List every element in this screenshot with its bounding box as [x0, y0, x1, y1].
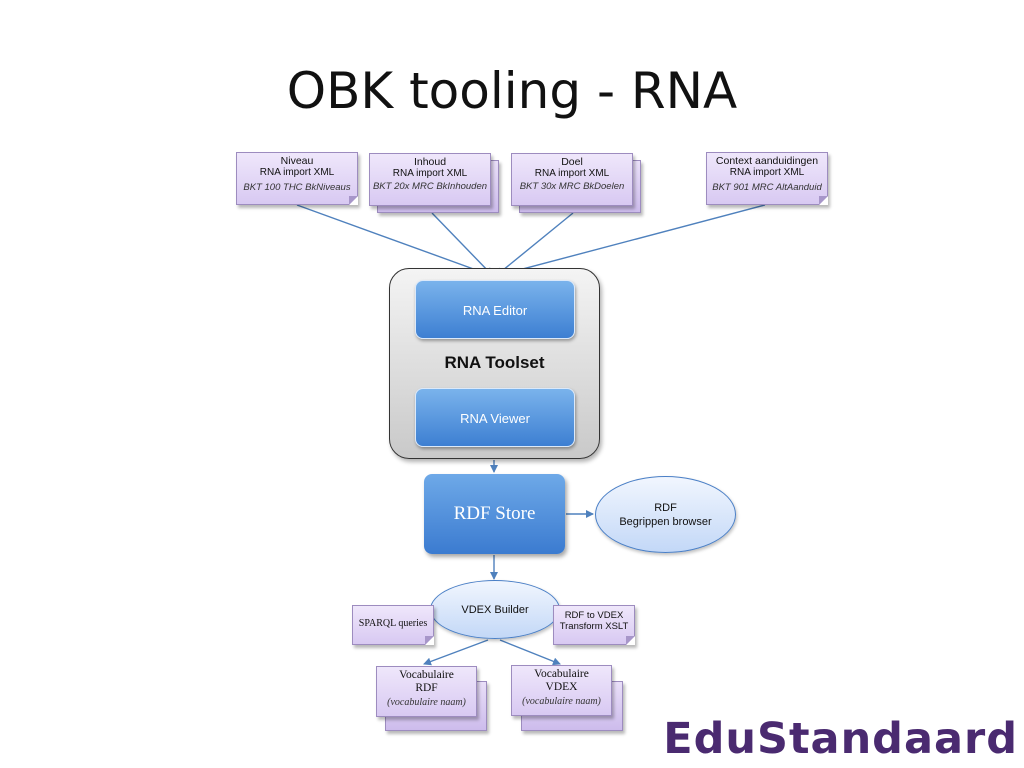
rdf-browser-line1: RDF — [654, 502, 677, 514]
edustandaard-logo: EduStandaard — [663, 714, 1018, 764]
input-niveau-name: Niveau — [280, 155, 314, 167]
input-doc-doel: Doel RNA import XML BKT 30x MRC BkDoelen — [511, 153, 633, 206]
input-context-source: BKT 901 MRC AltAanduid — [712, 181, 822, 193]
rna-toolset-container: RNA Editor RNA Toolset RNA Viewer — [389, 268, 600, 459]
rdf-store-label: RDF Store — [453, 503, 536, 524]
xslt-transform-doc: RDF to VDEX Transform XSLT — [553, 605, 635, 645]
slide-title: OBK tooling - RNA — [286, 62, 738, 120]
rna-editor-box: RNA Editor — [415, 280, 575, 339]
input-doc-niveau: Niveau RNA import XML BKT 100 THC BkNive… — [236, 152, 358, 205]
input-doc-context: Context aanduidingen RNA import XML BKT … — [706, 152, 828, 205]
output-rdf-line2: RDF — [415, 682, 438, 695]
input-niveau-source: BKT 100 THC BkNiveaus — [243, 181, 351, 193]
rdf-store-box: RDF Store — [424, 474, 565, 554]
output-rdf-line1: Vocabulaire — [399, 669, 454, 681]
output-vdex-line1: Vocabulaire — [534, 668, 589, 680]
input-doel-format: RNA import XML — [534, 168, 610, 180]
page-corner-fold — [349, 196, 358, 205]
vdex-builder-label: VDEX Builder — [461, 604, 529, 616]
arrow-context-to-toolset — [499, 204, 766, 278]
input-niveau-format: RNA import XML — [259, 167, 335, 179]
arrow-niveau-to-toolset — [296, 204, 491, 277]
output-vdex-line2: VDEX — [545, 681, 578, 694]
rna-viewer-box: RNA Viewer — [415, 388, 575, 447]
input-inhoud-source: BKT 20x MRC BkInhouden — [372, 180, 488, 192]
rna-editor-label: RNA Editor — [462, 303, 528, 318]
input-doel-name: Doel — [561, 156, 583, 168]
arrow-inhoud-to-toolset — [431, 212, 493, 276]
rdf-browser-ellipse: RDF Begrippen browser — [595, 476, 736, 553]
rna-viewer-label: RNA Viewer — [460, 411, 530, 426]
page-corner-fold — [425, 636, 434, 645]
page-corner-fold — [626, 636, 635, 645]
vdex-builder-ellipse: VDEX Builder — [430, 580, 560, 639]
arrow-builder-to-vdex-vocab — [499, 639, 561, 666]
sparql-queries-doc: SPARQL queries — [352, 605, 434, 645]
output-vdex-line3: (vocabulaire naam) — [522, 696, 601, 708]
page-corner-fold — [819, 196, 828, 205]
xslt-line2: Transform XSLT — [559, 620, 629, 632]
input-inhoud-name: Inhoud — [413, 156, 447, 168]
xslt-line1: RDF to VDEX — [564, 610, 624, 621]
input-doc-inhoud: Inhoud RNA import XML BKT 20x MRC BkInho… — [369, 153, 491, 206]
output-vocab-vdex: Vocabulaire VDEX (vocabulaire naam) — [511, 665, 612, 716]
input-context-name: Context aanduidingen — [715, 155, 819, 167]
arrow-doel-to-toolset — [496, 212, 574, 276]
input-doel-source: BKT 30x MRC BkDoelen — [519, 180, 625, 192]
output-rdf-line3: (vocabulaire naam) — [387, 697, 466, 709]
input-inhoud-format: RNA import XML — [392, 168, 468, 180]
sparql-label: SPARQL queries — [358, 618, 428, 629]
input-context-format: RNA import XML — [729, 167, 805, 179]
output-vocab-rdf: Vocabulaire RDF (vocabulaire naam) — [376, 666, 477, 717]
rdf-browser-line2: Begrippen browser — [619, 516, 712, 529]
rna-toolset-label: RNA Toolset — [444, 353, 545, 372]
